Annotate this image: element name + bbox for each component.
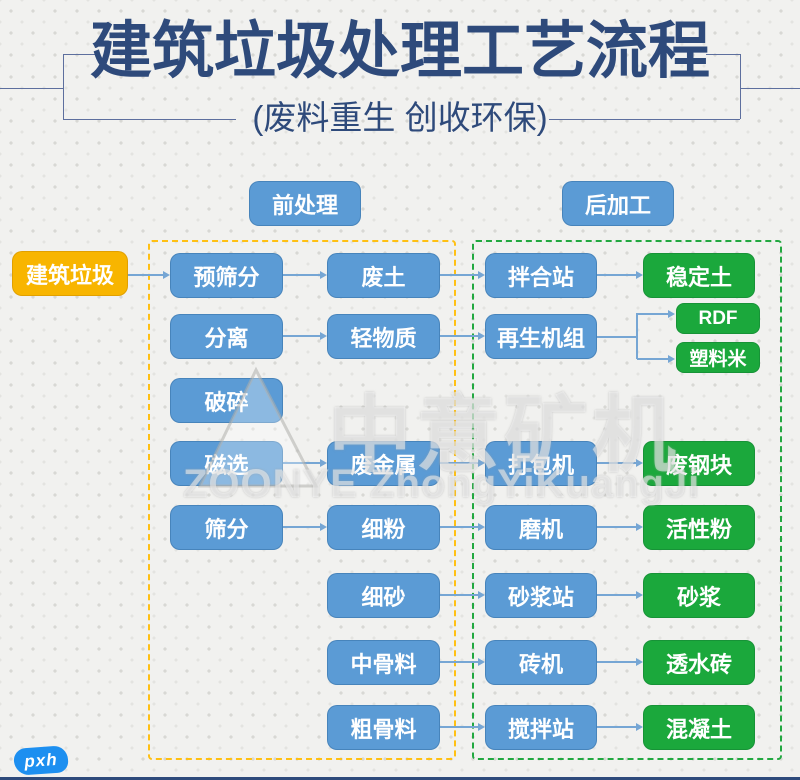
flow-arrow bbox=[128, 271, 170, 279]
flow-arrow bbox=[440, 591, 485, 599]
node-waste-soil: 废土 bbox=[327, 253, 440, 298]
flow-arrow bbox=[597, 591, 643, 599]
node-label: 预筛分 bbox=[193, 264, 260, 290]
node-label: 打包机 bbox=[507, 452, 574, 478]
node-scrap-metal: 废金属 bbox=[327, 441, 440, 486]
node-label: 分离 bbox=[204, 325, 249, 351]
node-permeable-brick: 透水砖 bbox=[643, 640, 755, 685]
node-label: RDF bbox=[698, 307, 738, 329]
node-label: 砖机 bbox=[518, 651, 563, 677]
node-label: 筛分 bbox=[204, 516, 249, 542]
branch-stem-line bbox=[597, 336, 637, 338]
title-frame-line bbox=[0, 88, 63, 89]
signature-text: pxh bbox=[23, 749, 59, 771]
node-separation: 分离 bbox=[170, 314, 283, 359]
node-plastic-pellets: 塑料米 bbox=[676, 342, 760, 373]
node-crushing: 破碎 bbox=[170, 378, 283, 423]
node-grinding-mill: 磨机 bbox=[485, 505, 597, 550]
flow-arrow bbox=[440, 271, 485, 279]
signature-badge: pxh bbox=[13, 745, 69, 776]
node-label: 稳定土 bbox=[665, 264, 732, 290]
node-brick-machine: 砖机 bbox=[485, 640, 597, 685]
flow-arrow bbox=[597, 271, 643, 279]
page-title: 建筑垃圾处理工艺流程 bbox=[89, 17, 710, 86]
node-rdf: RDF bbox=[676, 303, 760, 334]
flow-arrow bbox=[440, 723, 485, 731]
node-mortar-station: 砂浆站 bbox=[485, 573, 597, 618]
node-label: 轻物质 bbox=[350, 325, 417, 351]
footer-bar bbox=[0, 777, 800, 780]
node-label: 混凝土 bbox=[665, 716, 732, 742]
node-stabilized-soil: 稳定土 bbox=[643, 253, 755, 298]
node-medium-aggregate: 中骨料 bbox=[327, 640, 440, 685]
title-frame-line bbox=[63, 54, 99, 55]
node-light-material: 轻物质 bbox=[327, 314, 440, 359]
title-frame-line bbox=[63, 54, 64, 119]
node-label: 活性粉 bbox=[665, 516, 732, 542]
flow-arrow bbox=[597, 523, 643, 531]
node-screening: 筛分 bbox=[170, 505, 283, 550]
flow-arrow bbox=[597, 723, 643, 731]
node-label: 中骨料 bbox=[350, 651, 417, 677]
flow-arrow bbox=[283, 271, 327, 279]
section-header-postprocessing: 后加工 bbox=[562, 181, 674, 226]
subtitle-frame-line bbox=[63, 119, 236, 120]
node-active-powder: 活性粉 bbox=[643, 505, 755, 550]
section-header-pretreatment: 前处理 bbox=[249, 181, 361, 226]
node-scrap-steel-block: 废钢块 bbox=[643, 441, 755, 486]
node-label: 拌合站 bbox=[507, 264, 574, 290]
node-preliminary-screening: 预筛分 bbox=[170, 253, 283, 298]
flow-arrow bbox=[283, 523, 327, 531]
node-label: 砂浆 bbox=[676, 584, 721, 610]
node-label: 废土 bbox=[361, 264, 406, 290]
node-baler: 打包机 bbox=[485, 441, 597, 486]
node-label: 废金属 bbox=[350, 452, 417, 478]
node-label: 磨机 bbox=[518, 516, 563, 542]
node-label: 细砂 bbox=[361, 584, 406, 610]
node-fine-powder: 细粉 bbox=[327, 505, 440, 550]
node-concrete-mixing-station: 搅拌站 bbox=[485, 705, 597, 750]
section-header-label: 前处理 bbox=[271, 192, 338, 218]
flow-arrow bbox=[637, 355, 675, 363]
section-header-label: 后加工 bbox=[584, 192, 651, 218]
pretreatment-group-box bbox=[148, 240, 456, 760]
page-subtitle: (废料重生 创收环保) bbox=[252, 99, 548, 136]
flow-arrow bbox=[440, 523, 485, 531]
branch-vertical-line bbox=[636, 313, 638, 359]
title-frame-line bbox=[706, 54, 740, 55]
title-frame-line bbox=[740, 88, 800, 89]
node-label: 透水砖 bbox=[665, 651, 732, 677]
flow-arrow bbox=[440, 658, 485, 666]
flow-arrow bbox=[597, 658, 643, 666]
postprocessing-group-box bbox=[472, 240, 782, 760]
node-label: 细粉 bbox=[361, 516, 406, 542]
node-label: 塑料米 bbox=[689, 349, 747, 370]
node-label: 磁选 bbox=[204, 452, 249, 478]
title-frame-line bbox=[740, 54, 741, 119]
flow-arrow bbox=[637, 310, 675, 318]
node-mixing-plant: 拌合站 bbox=[485, 253, 597, 298]
flow-arrow bbox=[283, 332, 327, 340]
node-mortar: 砂浆 bbox=[643, 573, 755, 618]
node-label: 砂浆站 bbox=[507, 584, 574, 610]
node-construction-waste: 建筑垃圾 bbox=[12, 251, 128, 296]
flow-arrow bbox=[597, 459, 643, 467]
node-label: 再生机组 bbox=[496, 325, 585, 351]
node-concrete: 混凝土 bbox=[643, 705, 755, 750]
node-regeneration-unit: 再生机组 bbox=[485, 314, 597, 359]
subtitle-frame-line bbox=[549, 119, 740, 120]
node-fine-sand: 细砂 bbox=[327, 573, 440, 618]
node-label: 废钢块 bbox=[665, 452, 732, 478]
node-label: 搅拌站 bbox=[507, 716, 574, 742]
node-label: 破碎 bbox=[204, 389, 249, 415]
flow-arrow bbox=[440, 459, 485, 467]
flow-arrow bbox=[283, 459, 327, 467]
node-label: 建筑垃圾 bbox=[25, 262, 114, 288]
node-label: 粗骨料 bbox=[350, 716, 417, 742]
flow-arrow bbox=[440, 332, 485, 340]
node-coarse-aggregate: 粗骨料 bbox=[327, 705, 440, 750]
node-magnetic-separation: 磁选 bbox=[170, 441, 283, 486]
